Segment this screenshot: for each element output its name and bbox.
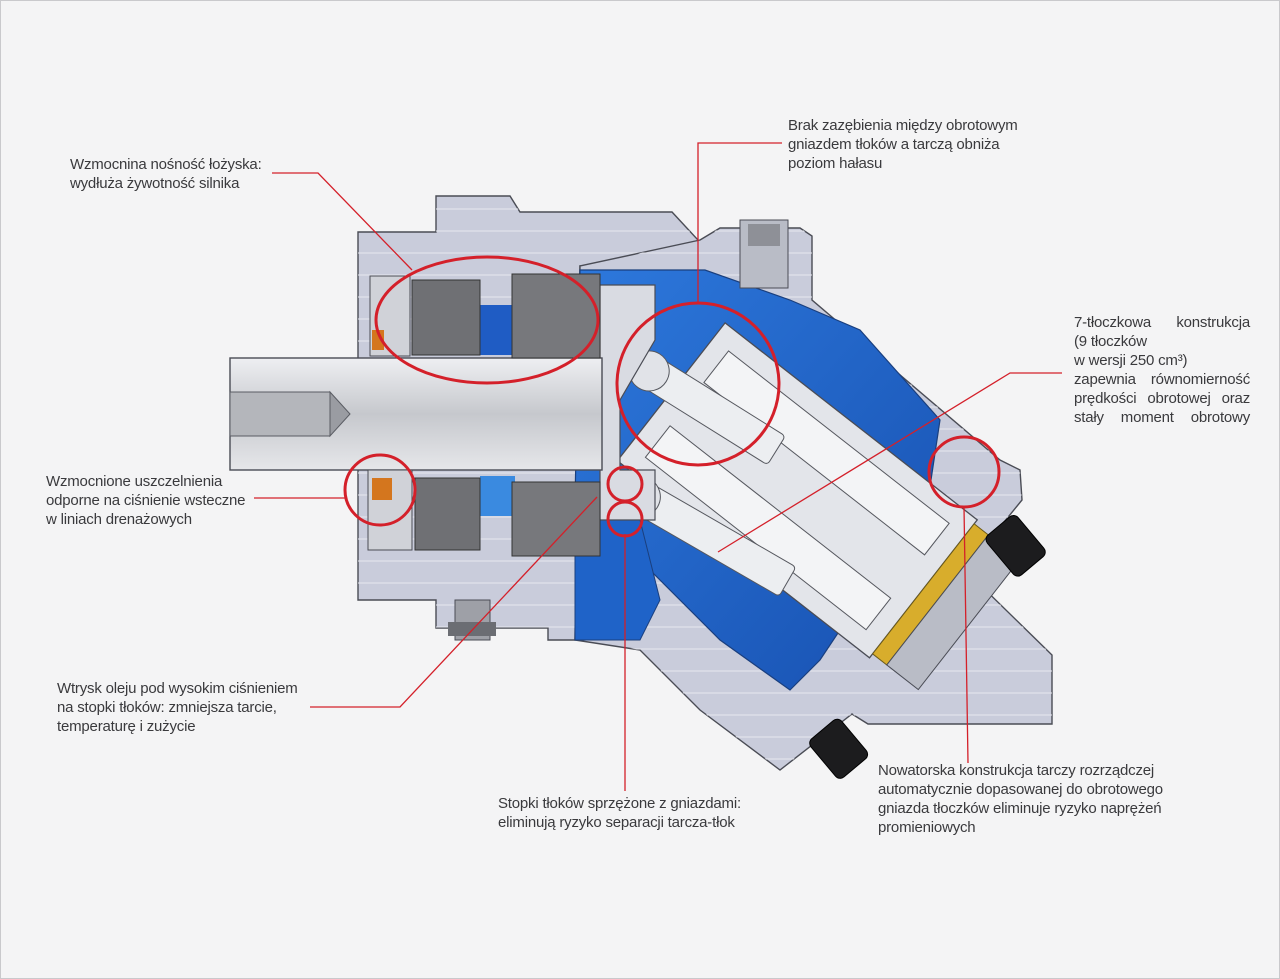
top-plug <box>739 219 789 289</box>
seal-highlight <box>343 453 417 527</box>
bearing-highlight <box>374 255 600 385</box>
callout-pistons: 7-tłoczkowa konstrukcja (9 tłoczków w we… <box>1074 313 1250 427</box>
callout-seals-line-3: w liniach drenażowych <box>46 511 192 528</box>
callout-pistons-line-1: 7-tłoczkowa konstrukcja <box>1074 314 1250 331</box>
callout-seals-line-2: odporne na ciśnienie wsteczne <box>46 492 246 509</box>
callout-oil-line-1: Wtrysk oleju pod wysokim ciśnieniem <box>57 680 298 697</box>
callout-bearing: Wzmocnina nośność łożyska: wydłuża żywot… <box>70 155 262 193</box>
callout-no-mesh-line-1: Brak zazębienia między obrotowym <box>788 117 1018 134</box>
port-cap-bottom <box>809 718 869 779</box>
callout-oil-line-2: na stopki tłoków: zmniejsza tarcie, <box>57 699 277 716</box>
output-shaft <box>229 357 603 471</box>
callout-bearing-line-1: Wzmocnina nośność łożyska: <box>70 156 262 173</box>
callout-seals: Wzmocnione uszczelnienia odporne na ciśn… <box>46 472 246 529</box>
highlight-circles <box>343 255 1001 538</box>
callout-pistons-line-2: (9 tłoczków <box>1074 333 1147 350</box>
callout-no-mesh: Brak zazębienia między obrotowym gniazde… <box>788 116 1018 173</box>
callout-pistons-line-5: prędkości obrotowej oraz <box>1074 390 1250 407</box>
callout-feet-line-1: Stopki tłoków sprzężone z gniazdami: <box>498 795 741 812</box>
callout-plate-line-4: promieniowych <box>878 819 976 836</box>
callout-no-mesh-line-3: poziom hałasu <box>788 155 883 172</box>
callout-plate-line-1: Nowatorska konstrukcja tarczy rozrządcze… <box>878 762 1155 779</box>
callout-feet: Stopki tłoków sprzężone z gniazdami: eli… <box>498 794 741 832</box>
bottom-plug <box>448 599 496 641</box>
drive-flange <box>599 284 656 521</box>
port-cap-right <box>985 514 1046 577</box>
callout-plate-line-2: automatycznie dopasowanej do obrotowego <box>878 781 1163 798</box>
callout-plate: Nowatorska konstrukcja tarczy rozrządcze… <box>878 761 1163 837</box>
callout-no-mesh-line-2: gniazdem tłoków a tarczą obniża <box>788 136 1000 153</box>
callout-plate-line-3: gniazda tłoczków eliminuje ryzyko napręż… <box>878 800 1162 817</box>
callout-pistons-line-4: zapewnia równomierność <box>1074 371 1250 388</box>
callout-pistons-line-3: w wersji 250 cm³) <box>1074 352 1188 369</box>
callout-pistons-line-6: stały moment obrotowy <box>1074 409 1250 426</box>
callout-oil-line-3: temperaturę i zużycie <box>57 718 196 735</box>
bearing-upper <box>369 273 601 359</box>
callout-oil: Wtrysk oleju pod wysokim ciśnieniem na s… <box>57 679 298 736</box>
callout-bearing-line-2: wydłuża żywotność silnika <box>70 175 240 192</box>
leader-lines <box>254 142 1062 791</box>
bearing-lower <box>367 469 601 557</box>
callout-feet-line-2: eliminują ryzyko separacji tarcza-tłok <box>498 814 735 831</box>
callout-seals-line-1: Wzmocnione uszczelnienia <box>46 473 223 490</box>
